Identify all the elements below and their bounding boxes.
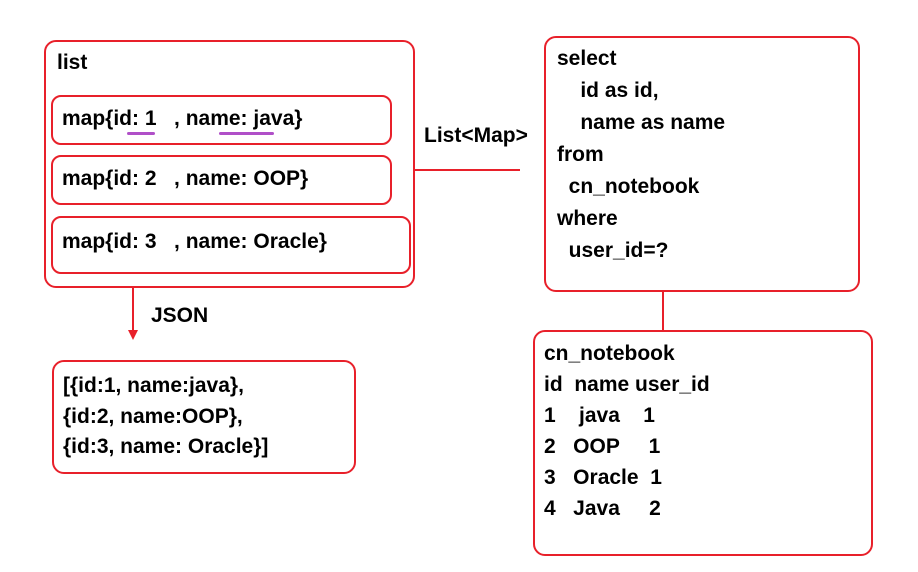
sql-line-1: select — [557, 47, 617, 70]
sql-line-2: id as id, — [557, 79, 659, 102]
list-item-map-2 — [51, 155, 392, 205]
table-box — [533, 330, 873, 556]
sql-box — [544, 36, 860, 292]
list-item-map-1-text: map{id: 1 , name: java} — [62, 107, 303, 130]
name-underline — [219, 132, 274, 135]
sql-line-7: user_id=? — [557, 239, 669, 262]
json-line-1: [{id:1, name:java}, — [63, 374, 244, 397]
table-row-2: 2 OOP 1 — [544, 435, 661, 458]
table-title: cn_notebook — [544, 342, 675, 365]
id-underline — [127, 132, 155, 135]
list-title: list — [57, 51, 88, 74]
list-item-map-2-text: map{id: 2 , name: OOP} — [62, 167, 309, 190]
table-row-4: 4 Java 2 — [544, 497, 661, 520]
sql-line-5: cn_notebook — [557, 175, 700, 198]
table-row-3: 3 Oracle 1 — [544, 466, 662, 489]
json-line-3: {id:3, name: Oracle}] — [63, 435, 269, 458]
json-label: JSON — [151, 304, 209, 327]
json-box — [52, 360, 356, 474]
list-map-label: List<Map> — [424, 124, 528, 147]
sql-line-4: from — [557, 143, 604, 166]
table-row-1: 1 java 1 — [544, 404, 655, 427]
table-header: id name user_id — [544, 373, 710, 396]
list-item-map-3-text: map{id: 3 , name: Oracle} — [62, 230, 327, 253]
sql-line-3: name as name — [557, 111, 726, 134]
json-line-2: {id:2, name:OOP}, — [63, 405, 243, 428]
sql-line-6: where — [557, 207, 618, 230]
list-item-map-3 — [51, 216, 411, 274]
list-item-map-1 — [51, 95, 392, 145]
